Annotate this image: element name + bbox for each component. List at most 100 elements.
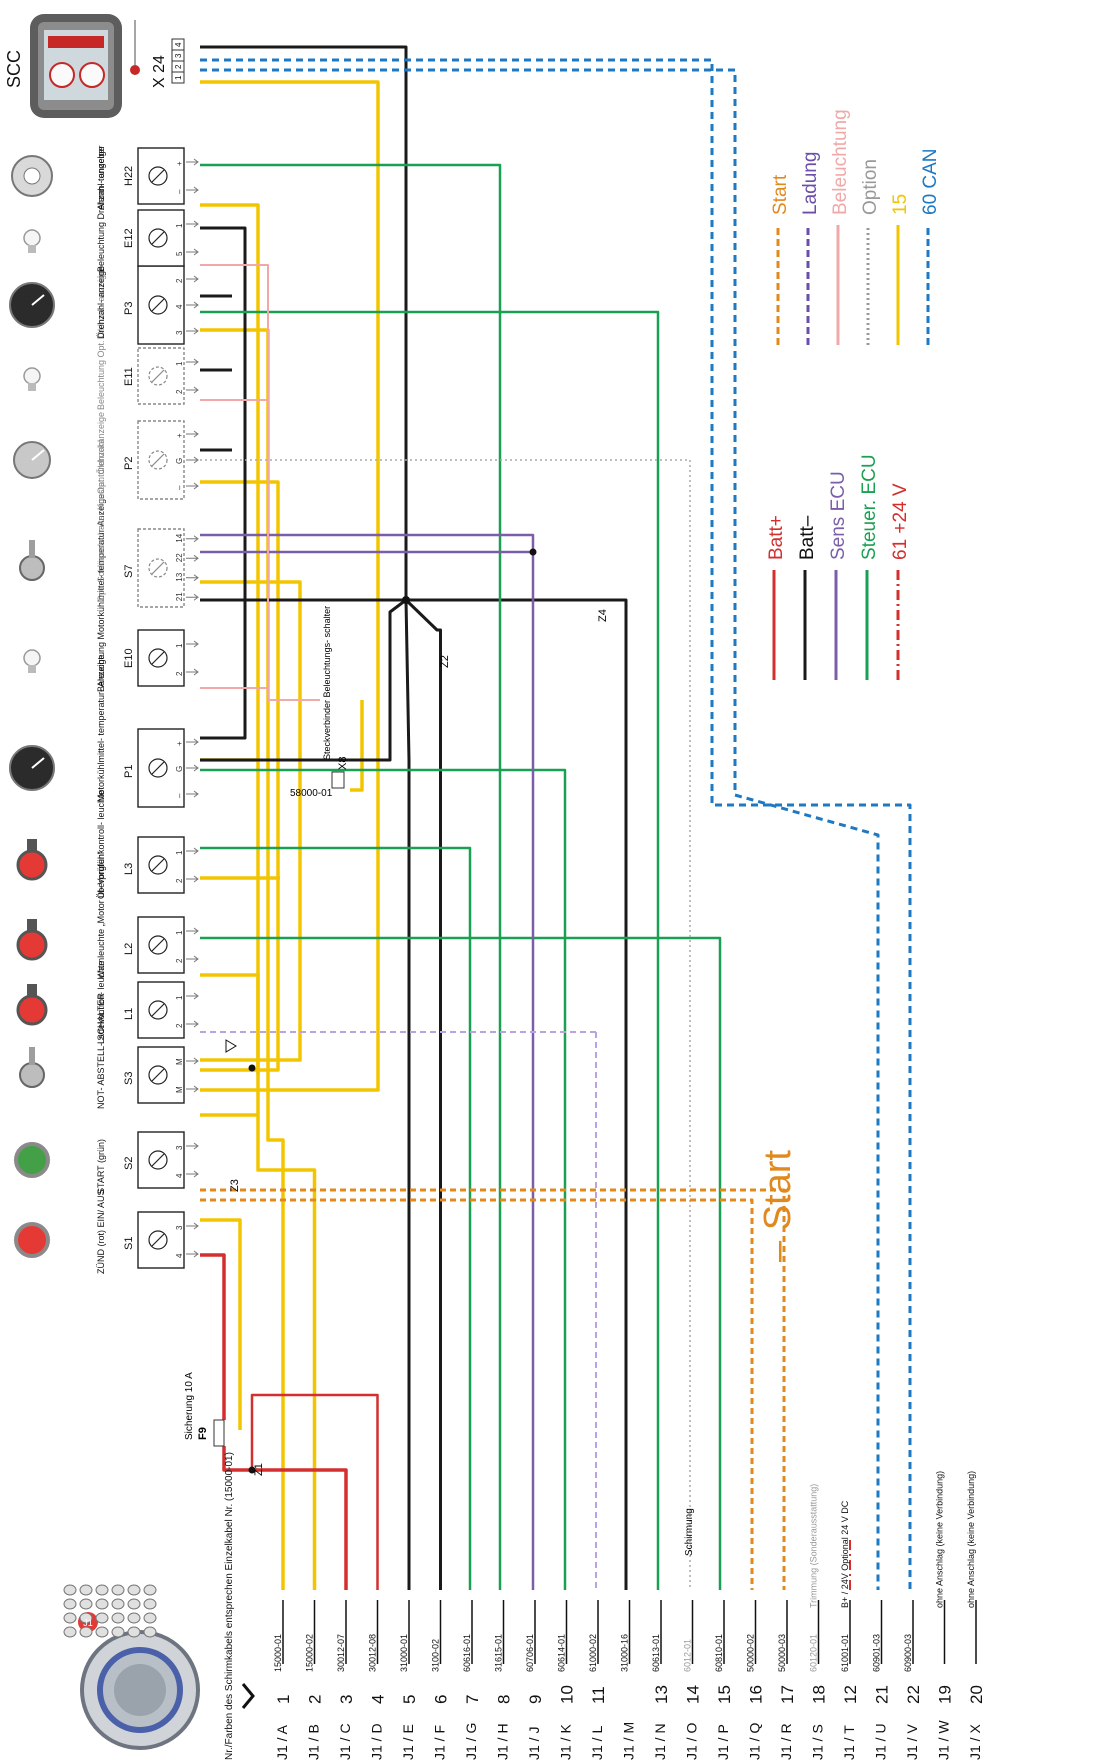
row-cable-id: 60810-01 xyxy=(714,1634,724,1672)
component-symbol xyxy=(148,648,168,668)
can-wire xyxy=(200,58,912,1590)
steuer-ecu-wire xyxy=(200,310,660,1590)
pin-arrow-icon xyxy=(186,358,199,366)
row-connector-label: J1 / B xyxy=(306,1724,322,1760)
component-pin-label: – xyxy=(175,485,184,490)
row-pin-number: 13 xyxy=(652,1685,671,1704)
component-pin-label: + xyxy=(175,433,184,438)
component-name: Ladekontroll- leuchte xyxy=(96,960,106,1044)
component-pin-label: M xyxy=(175,1058,184,1065)
component-id: L3 xyxy=(123,863,135,875)
batt-minus-wire xyxy=(200,598,407,762)
pin-arrow-icon xyxy=(186,186,199,194)
component-name: Beleuchtung Opt. Öldruck- anzeige xyxy=(96,270,106,410)
component-symbol-line xyxy=(151,453,165,467)
component-name: Alarm- tongeber xyxy=(96,145,106,210)
x24-pin-label: 2 xyxy=(174,64,183,69)
button-cap xyxy=(14,1142,50,1178)
pin-arrow-icon xyxy=(186,327,199,335)
buzzer-center xyxy=(23,167,41,185)
splice-z1: Z1 xyxy=(253,1463,265,1476)
component-name: Drehzahl- anzeige xyxy=(96,266,106,339)
row-cable-id: 60901-03 xyxy=(872,1634,882,1672)
x24-pin-label: 1 xyxy=(174,75,183,80)
lamp-cap xyxy=(16,994,48,1026)
splice-dot xyxy=(248,1064,256,1072)
pin-arrow-icon xyxy=(186,640,199,648)
yellow-wire xyxy=(200,580,302,1062)
wires xyxy=(200,45,912,1590)
pin-dot xyxy=(111,1584,125,1596)
row-cable-id: 3100-02 xyxy=(431,1639,441,1672)
pin-arrow-icon xyxy=(186,554,199,562)
component-symbol xyxy=(148,1065,168,1085)
key-switch-icon xyxy=(19,1047,45,1088)
pin-dot xyxy=(63,1626,77,1638)
row-connector-label: J1 / R xyxy=(778,1723,794,1760)
key-body xyxy=(19,555,45,581)
row-pin-number: 17 xyxy=(778,1685,797,1704)
row-cable-id: 61001-01 xyxy=(840,1634,850,1672)
row-connector-label: J1 / M xyxy=(621,1722,637,1760)
component-box xyxy=(137,209,185,267)
pin-arrow-icon xyxy=(186,158,199,166)
splice-z3: Z3 xyxy=(229,1179,241,1192)
bulb-glass xyxy=(23,649,41,667)
legend-label: Batt+ xyxy=(766,515,787,560)
batt-minus-wire xyxy=(200,598,442,1590)
component-id: P2 xyxy=(123,457,135,470)
bulb-socket xyxy=(28,665,36,673)
pin-dot xyxy=(111,1612,125,1624)
component-id: L2 xyxy=(123,943,135,955)
component-symbol-line xyxy=(151,1233,165,1247)
row-pin-number: 11 xyxy=(589,1686,608,1704)
component-symbol xyxy=(148,1000,168,1020)
pin-dot xyxy=(79,1612,93,1624)
component-pin-label: 2 xyxy=(175,878,184,883)
legend-label: Beleuchtung xyxy=(830,109,851,215)
component-box xyxy=(137,728,185,808)
pin-arrow-icon xyxy=(186,220,199,228)
row-note: B+ / 24V Optional 24 V DC xyxy=(840,1500,850,1608)
row-cable-id: 60120-01 xyxy=(809,1634,819,1672)
component-symbol xyxy=(148,1230,168,1250)
row-connector-label: J1 / D xyxy=(369,1723,385,1760)
batt-minus-wire xyxy=(406,598,628,1590)
bulb-icon xyxy=(23,649,41,673)
row-cable-id: 30012-08 xyxy=(368,1634,378,1672)
row-pin-number: 15 xyxy=(715,1685,734,1704)
x24-pin-label: 3 xyxy=(174,53,183,58)
component-pin-label: 2 xyxy=(175,389,184,394)
row-connector-label: J1 / S xyxy=(810,1724,826,1760)
row-pin-number: 12 xyxy=(841,1685,860,1704)
x8-part: 58000-01 xyxy=(290,788,333,799)
component-pin-label: 2 xyxy=(175,278,184,283)
key-blade xyxy=(29,1047,35,1065)
component-box xyxy=(137,420,185,500)
component-pin-label: 4 xyxy=(175,304,184,309)
component-pin-label: 1 xyxy=(175,223,184,228)
row-pin-number: 3 xyxy=(337,1695,356,1704)
component-pin-label: 1 xyxy=(175,643,184,648)
row-pin-number: 2 xyxy=(306,1695,325,1704)
component-pin-label: + xyxy=(175,741,184,746)
component-symbol xyxy=(148,166,168,186)
beleuchtung-wire xyxy=(200,264,320,701)
pin-dot xyxy=(143,1626,157,1638)
fuse-id: F9 xyxy=(197,1427,209,1440)
fuse-f9: F9 Sicherung 10 A xyxy=(184,1372,225,1447)
component-name: START (grün) xyxy=(96,1139,106,1194)
splice-z4: Z4 xyxy=(597,609,609,622)
component-name: Warnleuchte „Motor überprüfen“ xyxy=(96,851,106,979)
splice-dot xyxy=(248,1466,256,1474)
